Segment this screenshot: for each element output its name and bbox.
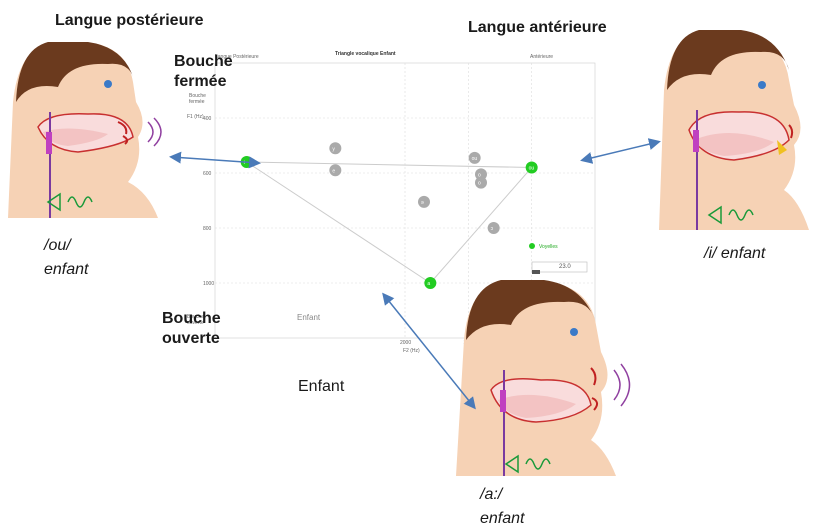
arrow-ou bbox=[172, 157, 258, 163]
arrow-a bbox=[384, 295, 474, 407]
arrow-i bbox=[583, 142, 658, 160]
